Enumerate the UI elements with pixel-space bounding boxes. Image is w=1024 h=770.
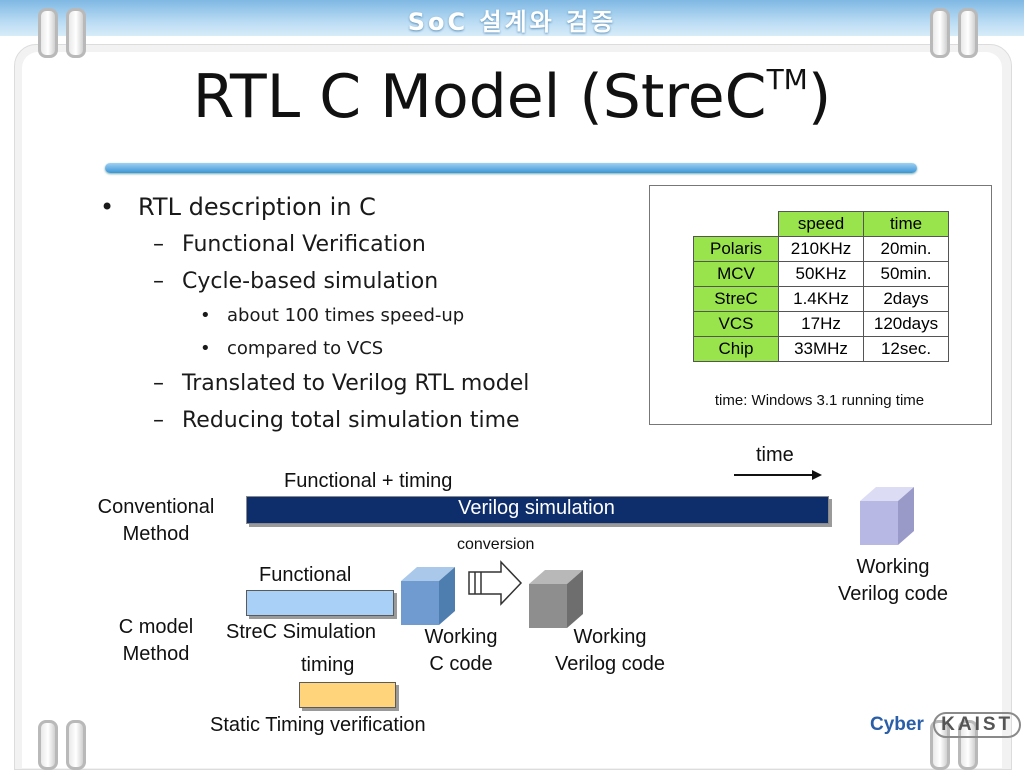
table-row-label: StreC — [693, 286, 779, 312]
working-c-1: Working — [424, 626, 498, 648]
dash-marker: – — [153, 408, 164, 433]
table-cell-speed: 33MHz — [778, 336, 864, 362]
title-underline — [105, 163, 917, 173]
working-verilog-mid-2: Verilog code — [554, 653, 666, 675]
cube-icon — [529, 570, 583, 628]
table-cell-speed: 50KHz — [778, 261, 864, 287]
bullet-functional-verification: Functional Verification — [182, 232, 426, 257]
binder-ring-icon — [38, 8, 58, 58]
table-cell-speed: 210KHz — [778, 236, 864, 262]
cube-icon — [401, 567, 455, 625]
binder-ring-icon — [38, 720, 58, 770]
cmodel-label-1: C model — [118, 616, 194, 638]
time-label: time — [756, 444, 794, 466]
table-header-row: speed time — [694, 211, 949, 237]
header-bar — [0, 0, 1024, 36]
table-row: MCV 50KHz 50min. — [693, 261, 949, 287]
table-row: StreC 1.4KHz 2days — [693, 286, 949, 312]
functional-label: Functional — [259, 564, 352, 586]
bullet-marker: • — [200, 338, 211, 359]
table-cell-time: 20min. — [863, 236, 949, 262]
table-cell-time: 120days — [863, 311, 949, 337]
binder-ring-icon — [958, 8, 978, 58]
table-cell-speed: 1.4KHz — [778, 286, 864, 312]
conventional-label-1: Conventional — [97, 496, 215, 518]
table-header-time: time — [863, 211, 949, 237]
conversion-arrow-icon — [468, 560, 523, 606]
table-cell-time: 2days — [863, 286, 949, 312]
dash-marker: – — [153, 269, 164, 294]
slide-title: RTL C Model (StreCTM) — [192, 62, 832, 132]
bullet-reducing: Reducing total simulation time — [182, 408, 520, 433]
time-arrow-icon — [734, 470, 822, 480]
conversion-label: conversion — [457, 536, 535, 553]
strec-simulation-label: StreC Simulation — [226, 621, 377, 643]
dash-marker: – — [153, 371, 164, 396]
bullet-marker: • — [200, 305, 211, 326]
timing-bar — [299, 682, 396, 708]
bullet-marker: • — [100, 193, 115, 221]
bullet-translated: Translated to Verilog RTL model — [182, 371, 530, 396]
table-row-label: VCS — [693, 311, 779, 337]
bullet-compared-vcs: compared to VCS — [227, 338, 384, 359]
cyber-kaist-logo: Cyber KAIST — [870, 712, 1022, 738]
table-row-label: Chip — [693, 336, 779, 362]
table-note: time: Windows 3.1 running time — [714, 392, 925, 409]
cmodel-label-2: Method — [122, 643, 190, 665]
table-row: VCS 17Hz 120days — [693, 311, 949, 337]
table-cell-speed: 17Hz — [778, 311, 864, 337]
functional-bar — [246, 590, 394, 616]
table-corner — [694, 212, 779, 237]
table-row-label: Polaris — [693, 236, 779, 262]
header-title: SoC 설계와 검증 — [407, 8, 617, 36]
bullet-l1: RTL description in C — [138, 193, 376, 221]
cube-icon — [860, 487, 914, 545]
timing-label: timing — [301, 654, 355, 676]
table-cell-time: 12sec. — [863, 336, 949, 362]
static-timing-label: Static Timing verification — [210, 714, 426, 736]
binder-ring-icon — [66, 720, 86, 770]
table-row: Polaris 210KHz 20min. — [693, 236, 949, 262]
working-c-2: C code — [429, 653, 493, 675]
performance-table: speed time Polaris 210KHz 20min. MCV 50K… — [693, 211, 949, 362]
table-row-label: MCV — [693, 261, 779, 287]
verilog-simulation-bar — [246, 496, 829, 524]
table-header-speed: speed — [778, 211, 864, 237]
dash-marker: – — [153, 232, 164, 257]
conventional-label-2: Method — [122, 523, 190, 545]
table-cell-time: 50min. — [863, 261, 949, 287]
verilog-simulation-label: Verilog simulation — [458, 497, 615, 519]
working-verilog-right-2: Verilog code — [837, 583, 949, 605]
binder-ring-icon — [66, 8, 86, 58]
working-verilog-right-1: Working — [856, 556, 930, 578]
binder-ring-icon — [930, 8, 950, 58]
bullet-cycle-based: Cycle-based simulation — [182, 269, 439, 294]
bullet-speedup: about 100 times speed-up — [227, 305, 465, 326]
functional-timing-label: Functional + timing — [284, 470, 453, 492]
working-verilog-mid-1: Working — [573, 626, 647, 648]
table-row: Chip 33MHz 12sec. — [693, 336, 949, 362]
